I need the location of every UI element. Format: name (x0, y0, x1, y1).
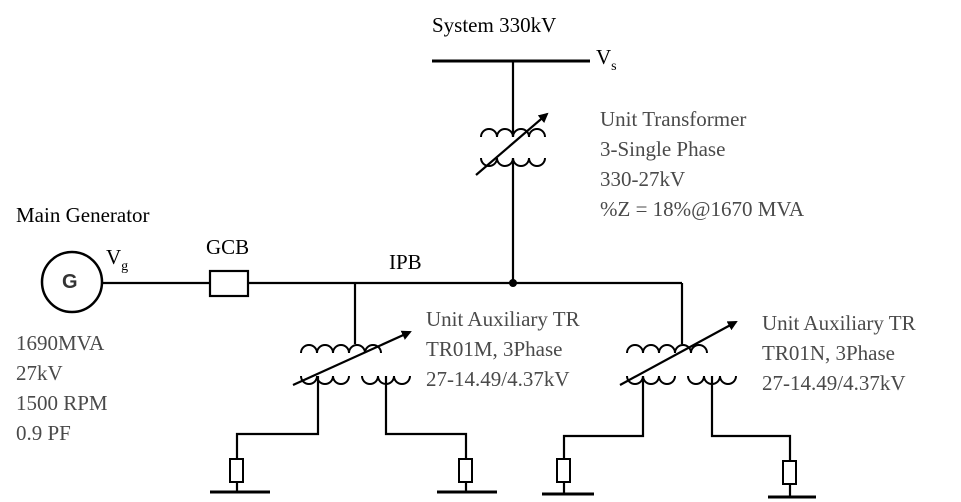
generator-rating: 27kV (16, 361, 63, 385)
unit-transformer-line: 330-27kV (600, 167, 686, 191)
generator-terminal-symbol: V (106, 245, 122, 269)
aux-tr01m-load-left (229, 458, 244, 483)
generator-symbol-label: G (62, 271, 78, 293)
generator-rating: 0.9 PF (16, 421, 71, 445)
unit-transformer-line: 3-Single Phase (600, 137, 726, 161)
unit-transformer-line: %Z = 18%@1670 MVA (600, 197, 805, 221)
busduct-label: IPB (389, 250, 422, 274)
aux-tr01n-line: TR01N, 3Phase (762, 341, 895, 365)
aux-tr01n-feeder-left (562, 376, 645, 459)
generator-title: Main Generator (16, 203, 150, 227)
aux-tr01n-tap-arrow (619, 321, 738, 386)
unit-transformer-tap-arrow (475, 112, 549, 176)
aux-tr01m-line: Unit Auxiliary TR (426, 307, 580, 331)
aux-tr01n-label: Unit Auxiliary TR TR01N, 3Phase 27-14.49… (762, 308, 916, 398)
aux-tr01n-line: 27-14.49/4.37kV (762, 371, 906, 395)
generator-rating: 1690MVA (16, 331, 105, 355)
aux-tr01m-symbol (292, 330, 412, 387)
unit-transformer-symbol (475, 112, 549, 176)
system-bus-voltage-label: Vs (596, 42, 617, 76)
generator-rating: 1500 RPM (16, 391, 108, 415)
aux-tr01m-label: Unit Auxiliary TR TR01M, 3Phase 27-14.49… (426, 304, 580, 394)
aux-tr01m-tap-arrow (292, 330, 412, 387)
aux-tr01n-feeder-right (710, 376, 792, 461)
generator-terminal-subscript: g (121, 259, 129, 274)
aux-tr01n-symbol (619, 321, 738, 386)
generator-circuit-breaker (208, 269, 250, 298)
system-bus-title: System 330kV (432, 13, 557, 37)
aux-tr01m-feeder-right (384, 376, 468, 459)
circuit-breaker-label: GCB (206, 235, 250, 259)
generator-terminal-voltage-label: Vg (106, 242, 128, 276)
aux-tr01m-feeder-left (235, 376, 320, 459)
aux-tr01m-line: 27-14.49/4.37kV (426, 367, 570, 391)
aux-tr01n-load-right (782, 460, 797, 485)
unit-transformer-label: Unit Transformer 3-Single Phase 330-27kV… (600, 104, 804, 224)
generator-ratings: 1690MVA 27kV 1500 RPM 0.9 PF (16, 328, 108, 448)
aux-tr01n-line: Unit Auxiliary TR (762, 311, 916, 335)
system-bus-subscript: s (611, 59, 617, 74)
aux-tr01n-load-left (556, 458, 571, 483)
system-bus-symbol: V (596, 45, 612, 69)
unit-transformer-line: Unit Transformer (600, 107, 747, 131)
aux-tr01m-line: TR01M, 3Phase (426, 337, 563, 361)
aux-tr01m-load-right (458, 458, 473, 483)
